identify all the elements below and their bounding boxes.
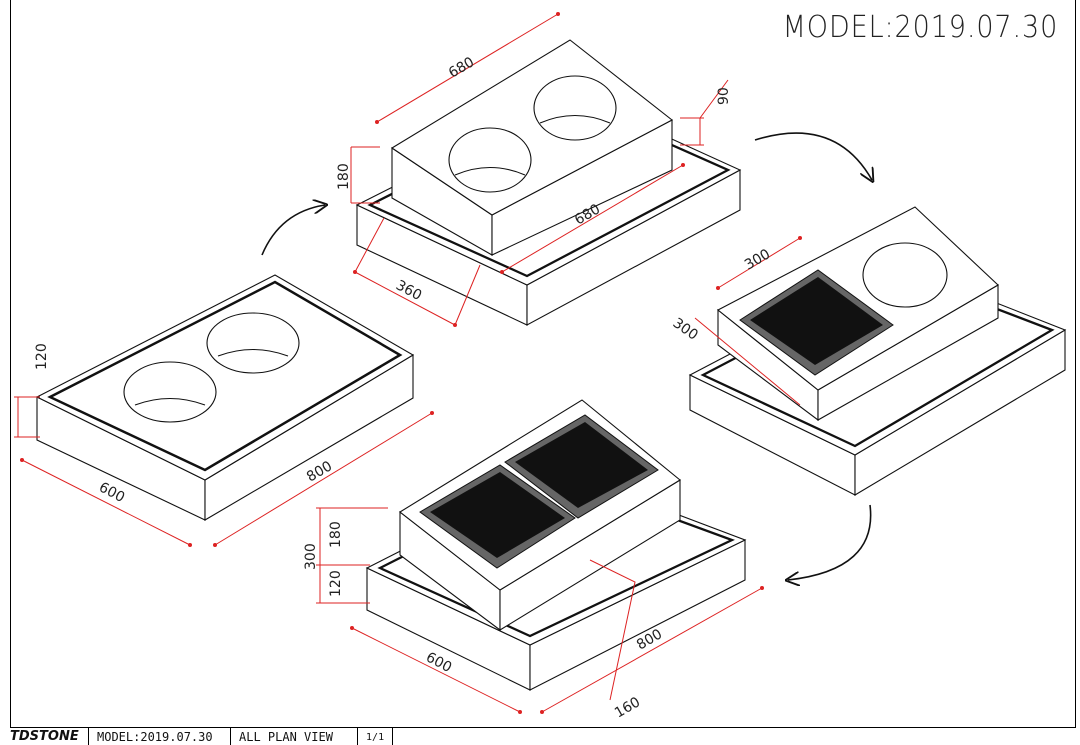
- view-two-tiles: 300 180 120 600 800 160: [303, 399, 764, 721]
- view-one-tile: 300 300: [670, 206, 1067, 496]
- view-slab: 120 600 800: [14, 274, 434, 547]
- dim-lower-height: 120: [328, 570, 344, 597]
- sheet-number: 1: [366, 732, 373, 743]
- dim-offset: 90: [716, 87, 732, 105]
- dim-tile-width: 300: [742, 246, 773, 273]
- dim-offset: 160: [612, 694, 643, 721]
- drawing-frame: [10, 0, 1076, 728]
- title-block-model: MODEL:2019.07.30: [88, 728, 230, 745]
- dim-top-length: 680: [446, 54, 477, 81]
- model-title: MODEL:2019.07.30: [782, 10, 1058, 45]
- dim-upper-height: 180: [328, 521, 344, 548]
- flow-arrow-icon: [261, 205, 325, 256]
- flow-arrow-icon: [788, 504, 872, 580]
- sheet-total: 1: [378, 732, 385, 743]
- dimension-lines: [350, 12, 729, 327]
- dimension-lines: [14, 396, 434, 547]
- title-block: TDSTONE MODEL:2019.07.30 ALL PLAN VIEW 1…: [10, 728, 394, 745]
- dim-width: 600: [423, 649, 454, 676]
- flow-arrow-icon: [754, 132, 872, 180]
- dimension-lines: [316, 507, 764, 714]
- dim-slab-width: 600: [96, 479, 127, 506]
- dimension-lines: [694, 236, 802, 406]
- title-block-view: ALL PLAN VIEW: [230, 728, 357, 745]
- company-logo: TDSTONE: [10, 729, 79, 744]
- dim-slab-height: 120: [34, 343, 50, 370]
- dim-total-height: 300: [303, 543, 319, 570]
- dim-block-height: 180: [336, 163, 352, 190]
- view-raised-block: 680 180 90 680 360: [336, 12, 742, 327]
